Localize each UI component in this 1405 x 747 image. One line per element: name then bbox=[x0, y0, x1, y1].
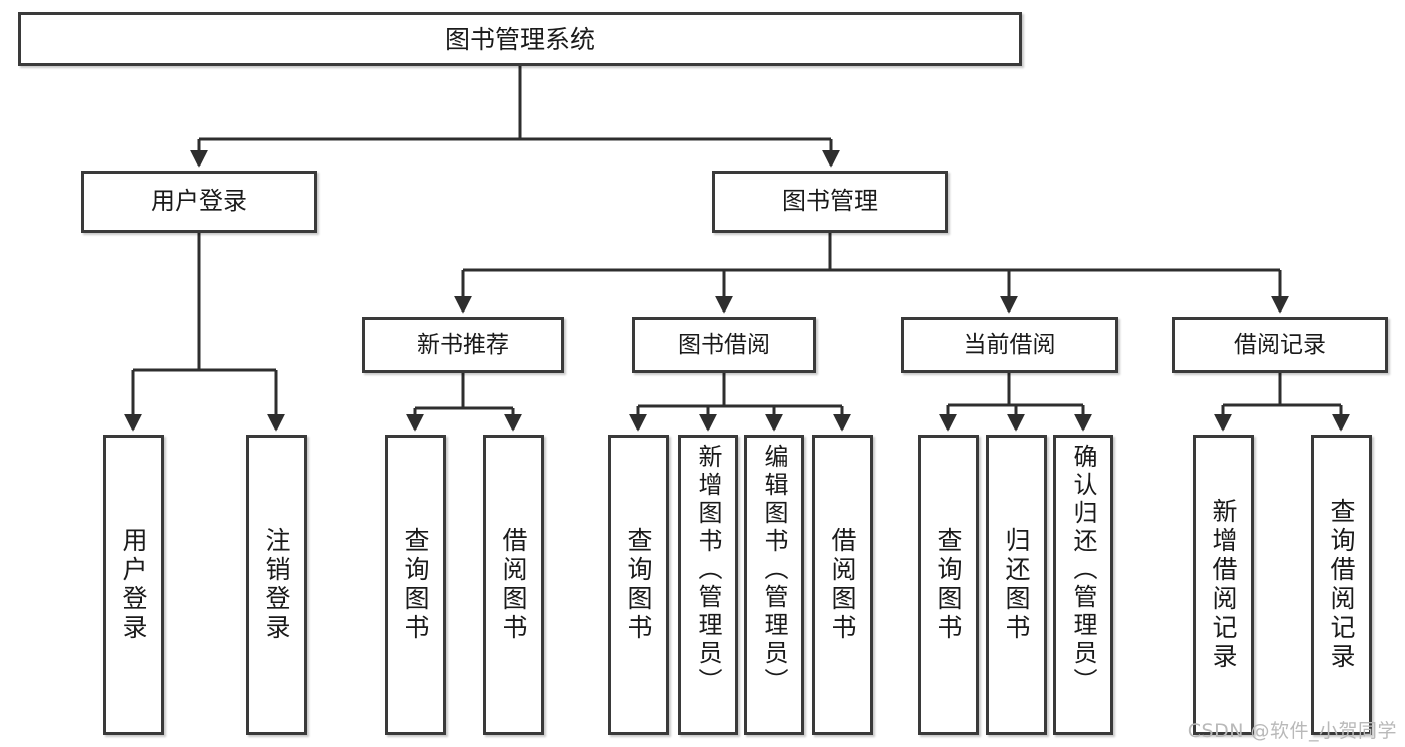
leaf-label: 注销登录 bbox=[262, 527, 291, 643]
node-borrow-record[interactable]: 借阅记录 bbox=[1172, 317, 1388, 373]
node-root[interactable]: 图书管理系统 bbox=[18, 12, 1022, 66]
leaf-confirm-return-admin[interactable]: 确认归还（管理员） bbox=[1053, 435, 1113, 735]
node-new-book-recommend[interactable]: 新书推荐 bbox=[362, 317, 564, 373]
node-book-management-label: 图书管理 bbox=[782, 187, 878, 216]
leaf-label: 查询图书 bbox=[401, 527, 430, 643]
leaf-label: 查询图书 bbox=[934, 527, 963, 643]
leaf-label: 借阅图书 bbox=[499, 527, 528, 643]
leaf-label: 编辑图书（管理员） bbox=[760, 444, 788, 696]
node-book-borrow[interactable]: 图书借阅 bbox=[632, 317, 816, 373]
leaf-logout[interactable]: 注销登录 bbox=[246, 435, 307, 735]
leaf-label: 新增借阅记录 bbox=[1209, 498, 1238, 672]
leaf-query-book-newbook[interactable]: 查询图书 bbox=[385, 435, 446, 735]
leaf-query-book-current[interactable]: 查询图书 bbox=[918, 435, 979, 735]
node-book-management[interactable]: 图书管理 bbox=[712, 171, 948, 233]
leaf-label: 借阅图书 bbox=[828, 527, 857, 643]
leaf-add-borrow-record[interactable]: 新增借阅记录 bbox=[1193, 435, 1254, 735]
node-root-label: 图书管理系统 bbox=[444, 24, 595, 54]
node-user-login[interactable]: 用户登录 bbox=[81, 171, 317, 233]
node-user-login-label: 用户登录 bbox=[151, 187, 247, 216]
node-borrow-record-label: 借阅记录 bbox=[1234, 331, 1326, 358]
leaf-label: 新增图书（管理员） bbox=[694, 444, 722, 696]
leaf-query-book-borrow[interactable]: 查询图书 bbox=[608, 435, 669, 735]
leaf-edit-book-admin[interactable]: 编辑图书（管理员） bbox=[744, 435, 804, 735]
leaf-add-book-admin[interactable]: 新增图书（管理员） bbox=[678, 435, 738, 735]
leaf-borrow-book-newbook[interactable]: 借阅图书 bbox=[483, 435, 544, 735]
leaf-label: 确认归还（管理员） bbox=[1069, 444, 1097, 696]
leaf-label: 查询借阅记录 bbox=[1327, 498, 1356, 672]
leaf-label: 归还图书 bbox=[1002, 527, 1031, 643]
leaf-return-book[interactable]: 归还图书 bbox=[986, 435, 1047, 735]
leaf-label: 用户登录 bbox=[119, 527, 148, 643]
leaf-label: 查询图书 bbox=[624, 527, 653, 643]
node-current-borrow-label: 当前借阅 bbox=[963, 331, 1056, 358]
node-current-borrow[interactable]: 当前借阅 bbox=[901, 317, 1118, 373]
leaf-query-borrow-record[interactable]: 查询借阅记录 bbox=[1311, 435, 1372, 735]
node-book-borrow-label: 图书借阅 bbox=[678, 331, 770, 358]
node-new-book-recommend-label: 新书推荐 bbox=[417, 331, 509, 358]
leaf-borrow-book[interactable]: 借阅图书 bbox=[812, 435, 873, 735]
csdn-watermark: CSDN @软件_小贺同学 bbox=[1187, 720, 1397, 742]
leaf-user-login[interactable]: 用户登录 bbox=[103, 435, 164, 735]
